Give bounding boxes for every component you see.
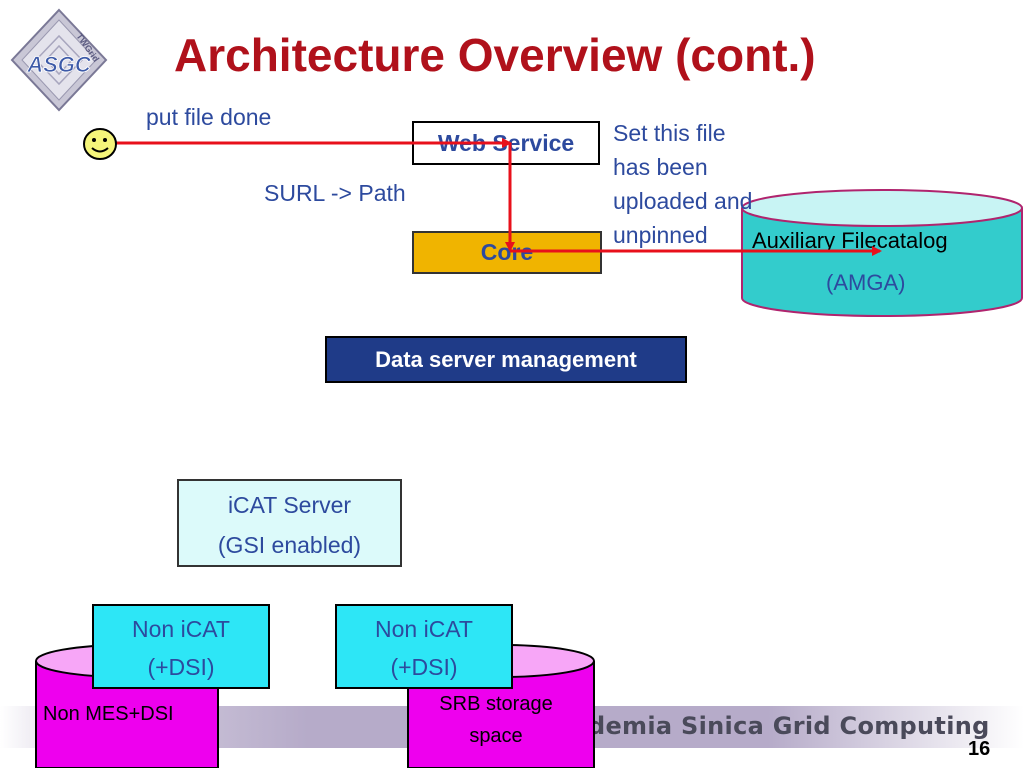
srb-label: SRB storage space	[418, 688, 574, 752]
page-number: 16	[968, 738, 991, 760]
non-icat-line: Non iCAT	[132, 616, 230, 642]
put-file-label: put file done	[146, 104, 272, 130]
set-file-line: uploaded and	[613, 188, 753, 214]
asgc-logo: ASGC TWGrid	[10, 8, 108, 112]
non-icat-box: Non iCAT (+DSI)	[335, 604, 513, 689]
set-file-line: unpinned	[613, 222, 708, 248]
non-icat-box: Non iCAT (+DSI)	[92, 604, 270, 689]
srb-label-line: space	[469, 725, 523, 747]
logo-text: ASGC	[26, 52, 92, 77]
set-file-line: has been	[613, 154, 708, 180]
amga-label: Auxiliary Filecatalog	[752, 228, 948, 253]
footer-text: demia Sinica Grid Computing	[588, 712, 990, 740]
icat-server-line: (GSI enabled)	[217, 532, 362, 558]
set-file-line: Set this file	[613, 120, 726, 146]
non-icat-line: (+DSI)	[390, 654, 458, 680]
non-mes-label: Non MES+DSI	[43, 703, 174, 725]
srb-label-line: SRB storage	[439, 693, 553, 715]
slide-title: Architecture Overview (cont.)	[174, 29, 816, 81]
data-server-management-box: Data server management	[325, 336, 687, 383]
smiley-face-icon	[83, 128, 117, 160]
set-file-label: Set this file has been uploaded and unpi…	[613, 116, 752, 252]
icat-server-box: iCAT Server (GSI enabled)	[177, 479, 402, 567]
non-icat-line: (+DSI)	[147, 654, 215, 680]
amga-cylinder	[741, 189, 1023, 317]
amga-sublabel: (AMGA)	[826, 270, 906, 295]
non-icat-line: Non iCAT	[375, 616, 473, 642]
icat-server-line: iCAT Server	[227, 492, 352, 518]
surl-path-label: SURL -> Path	[264, 180, 406, 206]
